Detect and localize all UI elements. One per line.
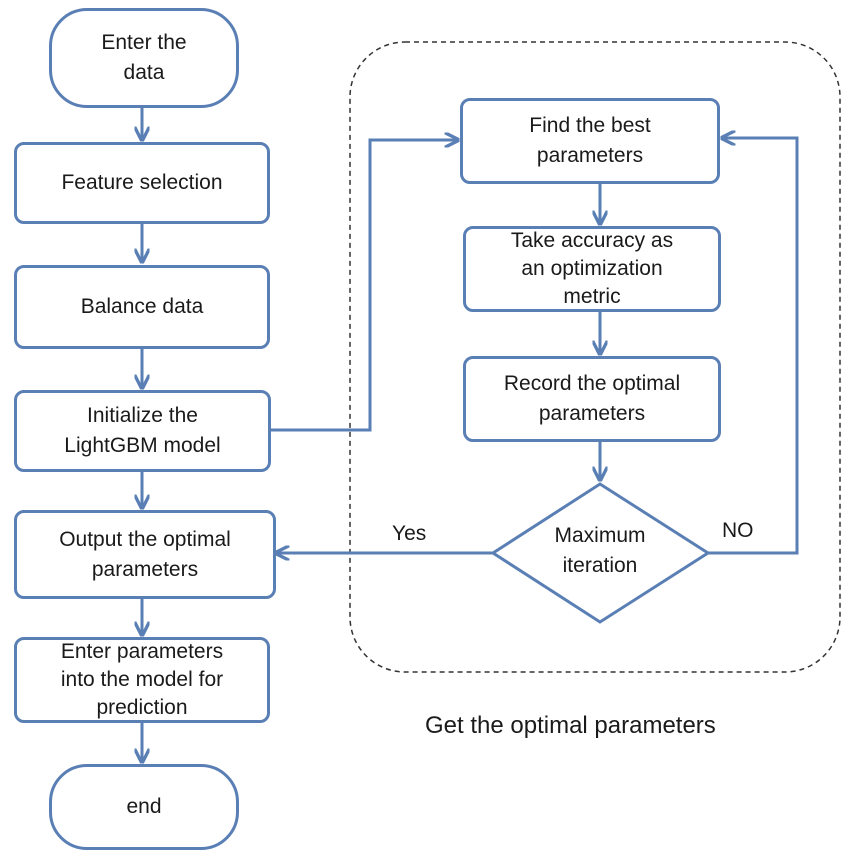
- decision-label: Maximum iteration: [554, 524, 646, 577]
- end-terminal-label: end: [126, 795, 162, 818]
- find-best-step: Find the best parameters: [460, 98, 720, 184]
- feature-selection-label: Feature selection: [61, 171, 223, 194]
- balance-data-label: Balance data: [80, 295, 204, 318]
- record-optimal-label: Record the optimal parameters: [503, 372, 681, 425]
- start-terminal-label: Enter the data: [101, 31, 187, 84]
- group-caption: Get the optimal parameters: [425, 712, 716, 739]
- output-params-step: Output the optimal parameters: [14, 510, 276, 599]
- end-terminal: end: [49, 764, 239, 850]
- arrow-decision-no-to-find: [708, 138, 799, 555]
- enter-params-label: Enter parameters into the model for pred…: [60, 640, 224, 719]
- no-edge-label: NO: [722, 519, 754, 542]
- start-terminal: Enter the data: [49, 8, 239, 108]
- decision-diamond: [490, 482, 711, 624]
- find-best-label: Find the best parameters: [529, 114, 651, 167]
- arrow-init-to-find: [271, 140, 458, 432]
- take-accuracy-step: Take accuracy as an optimization metric: [463, 226, 721, 312]
- record-optimal-step: Record the optimal parameters: [463, 356, 721, 442]
- init-model-step: Initialize the LightGBM model: [14, 390, 271, 472]
- optimization-group-border: [349, 41, 841, 673]
- enter-params-step: Enter parameters into the model for pred…: [14, 637, 270, 723]
- init-model-label: Initialize the LightGBM model: [64, 404, 221, 457]
- output-params-label: Output the optimal parameters: [59, 527, 231, 581]
- balance-data-step: Balance data: [14, 265, 270, 349]
- feature-selection-step: Feature selection: [14, 142, 270, 224]
- take-accuracy-label: Take accuracy as an optimization metric: [510, 229, 674, 308]
- yes-edge-label: Yes: [392, 522, 427, 545]
